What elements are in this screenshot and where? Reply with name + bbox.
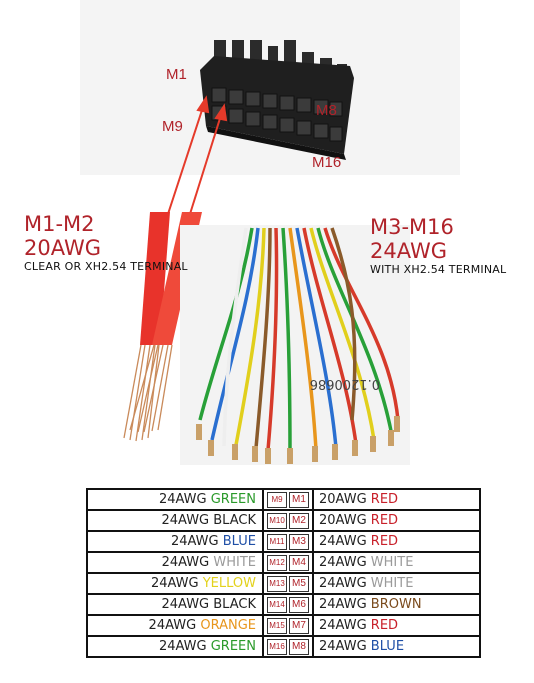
group-b-gauge: 24AWG xyxy=(370,239,447,263)
pinout-right-wire: 24AWG WHITE xyxy=(312,551,481,574)
wire-gauge: 24AWG xyxy=(319,534,367,549)
group-a-note: CLEAR OR XH2.54 TERMINAL xyxy=(24,260,188,273)
wire-color-name: BLUE xyxy=(370,639,405,654)
pinout-right-wire: 24AWG RED xyxy=(312,614,481,637)
group-a-title: M1-M2 xyxy=(24,212,95,236)
photo-watermark-text: 0.1200686 xyxy=(310,376,380,391)
pin-box-right: M8 xyxy=(289,638,309,655)
wire-gauge: 24AWG xyxy=(319,597,367,612)
pinout-left-wire: 24AWG GREEN xyxy=(86,488,264,511)
wire-gauge: 24AWG xyxy=(161,513,210,528)
wire-gauge: 24AWG xyxy=(150,576,199,591)
group-a-caption: M1-M2 20AWG CLEAR OR XH2.54 TERMINAL xyxy=(24,212,188,273)
wire-color-name: ORANGE xyxy=(200,618,256,633)
wire-color-name: RED xyxy=(370,618,399,633)
wire-color-name: RED xyxy=(370,513,399,528)
wire-gauge: 24AWG xyxy=(161,597,210,612)
pin-label-m8: M8 xyxy=(316,102,337,119)
group-b-note: WITH XH2.54 TERMINAL xyxy=(370,263,507,276)
wire-color-name: BROWN xyxy=(370,597,422,612)
pinout-left-wire: 24AWG BLUE xyxy=(86,530,264,553)
pinout-left-wire: 24AWG YELLOW xyxy=(86,572,264,595)
pin-box-left: M16 xyxy=(267,638,287,655)
group-b-caption: M3-M16 24AWG WITH XH2.54 TERMINAL xyxy=(370,215,506,276)
wire-gauge: 24AWG xyxy=(170,534,219,549)
pin-label-m16: M16 xyxy=(312,154,342,171)
pinout-right-wire: 24AWG BROWN xyxy=(312,593,481,616)
connector-housing xyxy=(200,40,354,160)
pin-box-right: M3 xyxy=(289,533,309,550)
pin-box-left: M13 xyxy=(267,575,287,592)
pin-label-m9: M9 xyxy=(162,118,183,135)
pin-box-left: M9 xyxy=(267,491,287,508)
wire-color-name: WHITE xyxy=(370,576,414,591)
wire-color-name: GREEN xyxy=(210,639,256,654)
pin-box-left: M10 xyxy=(267,512,287,529)
pin-box-right: M2 xyxy=(289,512,309,529)
pin-box-right: M6 xyxy=(289,596,309,613)
wire-color-name: YELLOW xyxy=(202,576,256,591)
wire-gauge: 24AWG xyxy=(158,492,207,507)
pin-box-left: M12 xyxy=(267,554,287,571)
wire-gauge: 20AWG xyxy=(319,513,367,528)
wire-color-name: WHITE xyxy=(213,555,256,570)
pinout-right-wire: 20AWG RED xyxy=(312,488,481,511)
group-b-title: M3-M16 xyxy=(370,215,454,239)
wire-gauge: 24AWG xyxy=(319,555,367,570)
pinout-right-wire: 20AWG RED xyxy=(312,509,481,532)
wire-gauge: 24AWG xyxy=(148,618,197,633)
wire-color-name: BLUE xyxy=(222,534,256,549)
pinout-right-wire: 24AWG BLUE xyxy=(312,635,481,658)
pinout-left-wire: 24AWG WHITE xyxy=(86,551,264,574)
wire-color-name: RED xyxy=(370,534,399,549)
pinout-right-wire: 24AWG RED xyxy=(312,530,481,553)
wire-gauge: 24AWG xyxy=(319,618,367,633)
pinout-left-wire: 24AWG BLACK xyxy=(86,593,264,616)
wire-gauge: 20AWG xyxy=(319,492,367,507)
wire-gauge: 24AWG xyxy=(319,576,367,591)
pin-box-right: M5 xyxy=(289,575,309,592)
pin-box-left: M14 xyxy=(267,596,287,613)
wire-gauge: 24AWG xyxy=(158,639,207,654)
wire-color-name: BLACK xyxy=(213,513,256,528)
pinout-left-wire: 24AWG ORANGE xyxy=(86,614,264,637)
pin-box-right: M1 xyxy=(289,491,309,508)
wire-color-name: GREEN xyxy=(210,492,256,507)
pinout-left-wire: 24AWG GREEN xyxy=(86,635,264,658)
multicolor-wires-m3-m16 xyxy=(180,225,410,465)
wiring-illustration: 0.1200686 xyxy=(80,0,460,465)
wire-color-name: RED xyxy=(370,492,399,507)
pinout-right-wire: 24AWG WHITE xyxy=(312,572,481,595)
wire-color-name: WHITE xyxy=(370,555,414,570)
pinout-left-wire: 24AWG BLACK xyxy=(86,509,264,532)
pin-label-m1: M1 xyxy=(166,66,187,83)
wire-gauge: 24AWG xyxy=(161,555,210,570)
pin-box-right: M7 xyxy=(289,617,309,634)
pin-box-left: M15 xyxy=(267,617,287,634)
wire-gauge: 24AWG xyxy=(319,639,367,654)
pin-box-right: M4 xyxy=(289,554,309,571)
pin-box-left: M11 xyxy=(267,533,287,550)
pointer-arrows xyxy=(167,95,228,215)
wire-color-name: BLACK xyxy=(213,597,256,612)
group-a-gauge: 20AWG xyxy=(24,236,101,260)
